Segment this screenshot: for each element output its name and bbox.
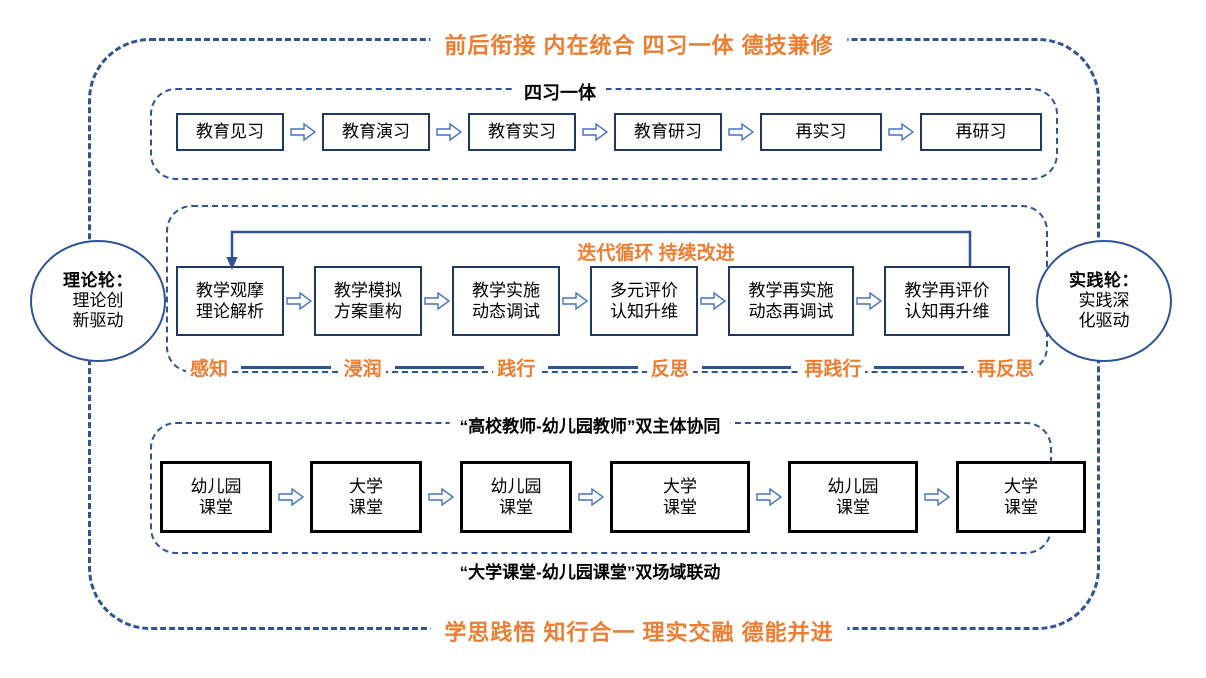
theory-wheel-line2: 新驱动 <box>72 311 124 331</box>
flow-arrow-icon <box>560 291 590 311</box>
practice-wheel-line1: 实践深 <box>1078 290 1130 310</box>
bottom-banner-title: 学思践悟 知行合一 理实交融 德能并进 <box>430 615 848 647</box>
node-line-1: 幼儿园 <box>190 476 242 496</box>
node-line-2: 课堂 <box>663 498 697 517</box>
teaching-stage-box: 教学再评价认知再升维 <box>884 266 1010 336</box>
classroom-box: 幼儿园课堂 <box>160 461 272 533</box>
node-line-2: 理论解析 <box>196 302 264 321</box>
node-line-1: 大学 <box>1004 476 1038 496</box>
node-line-1: 教育见习 <box>196 122 264 142</box>
node-line-1: 教学观摩 <box>196 280 264 300</box>
teaching-stage-box: 教学观摩理论解析 <box>176 266 284 336</box>
node-line-2: 认知再升维 <box>904 302 990 321</box>
stage-connector-line <box>394 365 485 369</box>
flow-arrow-icon <box>698 291 728 311</box>
node-line-2: 课堂 <box>349 498 383 517</box>
node-line-2: 课堂 <box>199 498 233 517</box>
theory-wheel-line1: 理论创 <box>72 290 124 310</box>
flow-row-teaching-cycle: 教学观摩理论解析教学模拟方案重构教学实施动态调试多元评价认知升维教学再实施动态再… <box>176 266 1010 336</box>
node-line-1: 幼儿园 <box>490 476 542 496</box>
node-line-1: 教育实习 <box>488 122 556 142</box>
node-line-2: 方案重构 <box>334 302 402 321</box>
sixi-stage-box: 教育见习 <box>176 113 284 151</box>
node-line-1: 再实习 <box>795 122 847 142</box>
flow-arrow-icon <box>284 291 314 311</box>
flow-arrow-icon <box>918 487 956 507</box>
node-line-1: 幼儿园 <box>827 476 879 496</box>
node-line-1: 多元评价 <box>610 280 678 300</box>
flow-arrow-icon <box>284 122 322 142</box>
node-line-1: 教学实施 <box>472 280 540 300</box>
stage-connector-line <box>701 365 792 369</box>
teaching-stage-box: 多元评价认知升维 <box>590 266 698 336</box>
classroom-box: 大学课堂 <box>610 461 750 533</box>
sixi-stage-box: 教育演习 <box>322 113 430 151</box>
flow-arrow-icon <box>272 487 310 507</box>
stage-label: 再反思 <box>972 353 1038 381</box>
flow-arrow-icon <box>572 487 610 507</box>
flow-arrow-icon <box>430 122 468 142</box>
stage-label: 践行 <box>493 353 540 381</box>
teaching-stage-box: 教学实施动态调试 <box>452 266 560 336</box>
stage-label: 反思 <box>646 353 693 381</box>
node-line-1: 教学再评价 <box>904 280 990 300</box>
theory-wheel-ellipse: 理论轮： 理论创 新驱动 <box>30 240 166 362</box>
section-label-sixi: 四习一体 <box>514 79 606 105</box>
sixi-stage-box: 再研习 <box>920 113 1042 151</box>
flow-arrow-icon <box>854 291 884 311</box>
node-line-2: 动态再调试 <box>748 302 834 321</box>
teaching-stage-box: 教学模拟方案重构 <box>314 266 422 336</box>
node-line-1: 再研习 <box>955 122 1007 142</box>
flow-arrow-icon <box>750 487 788 507</box>
practice-wheel-title: 实践轮： <box>1069 270 1139 290</box>
sixi-stage-box: 再实习 <box>760 113 882 151</box>
stage-label-strip: 感知 浸润 践行 反思 再践行 再反思 <box>186 352 1038 382</box>
classroom-box: 大学课堂 <box>310 461 422 533</box>
sixi-stage-box: 教育研习 <box>614 113 722 151</box>
section-label-dual-field: “大学课堂-幼儿园课堂”双场域联动 <box>459 563 721 582</box>
node-line-2: 课堂 <box>499 498 533 517</box>
theory-wheel-title: 理论轮： <box>63 270 133 290</box>
flow-row-sixi: 教育见习 教育演习 教育实习 教育研习 再实习 再研习 <box>176 113 1042 151</box>
flow-arrow-icon <box>422 291 452 311</box>
teaching-stage-box: 教学再实施动态再调试 <box>728 266 854 336</box>
section-label-dual-teacher: “高校教师-幼儿园教师”双主体协同 <box>449 412 731 437</box>
top-banner-title: 前后衔接 内在统合 四习一体 德技兼修 <box>430 28 848 60</box>
stage-label: 再践行 <box>800 353 866 381</box>
flow-row-classroom: 幼儿园课堂大学课堂幼儿园课堂大学课堂幼儿园课堂大学课堂 <box>160 461 1086 533</box>
stage-label: 感知 <box>186 353 233 381</box>
stage-connector-line <box>548 365 638 369</box>
flow-arrow-icon <box>576 122 614 142</box>
node-line-2: 课堂 <box>836 498 870 517</box>
classroom-box: 幼儿园课堂 <box>460 461 572 533</box>
practice-wheel-line2: 化驱动 <box>1078 311 1130 331</box>
iteration-loop-caption: 迭代循环 持续改进 <box>567 238 745 265</box>
stage-label: 浸润 <box>339 353 386 381</box>
flow-arrow-icon <box>722 122 760 142</box>
node-line-2: 认知升维 <box>610 302 678 321</box>
node-line-1: 教学再实施 <box>748 280 834 300</box>
node-line-1: 大学 <box>663 476 697 496</box>
flow-arrow-icon <box>422 487 460 507</box>
node-line-2: 课堂 <box>1004 498 1038 517</box>
practice-wheel-ellipse: 实践轮： 实践深 化驱动 <box>1036 240 1172 362</box>
node-line-1: 教育演习 <box>342 122 410 142</box>
node-line-2: 动态调试 <box>472 302 540 321</box>
stage-connector-line <box>874 365 964 369</box>
sixi-stage-box: 教育实习 <box>468 113 576 151</box>
node-line-1: 教学模拟 <box>334 280 402 300</box>
stage-connector-line <box>241 365 331 369</box>
classroom-box: 大学课堂 <box>956 461 1086 533</box>
node-line-1: 大学 <box>349 476 383 496</box>
flow-arrow-icon <box>882 122 920 142</box>
node-line-1: 教育研习 <box>634 122 702 142</box>
classroom-box: 幼儿园课堂 <box>788 461 918 533</box>
